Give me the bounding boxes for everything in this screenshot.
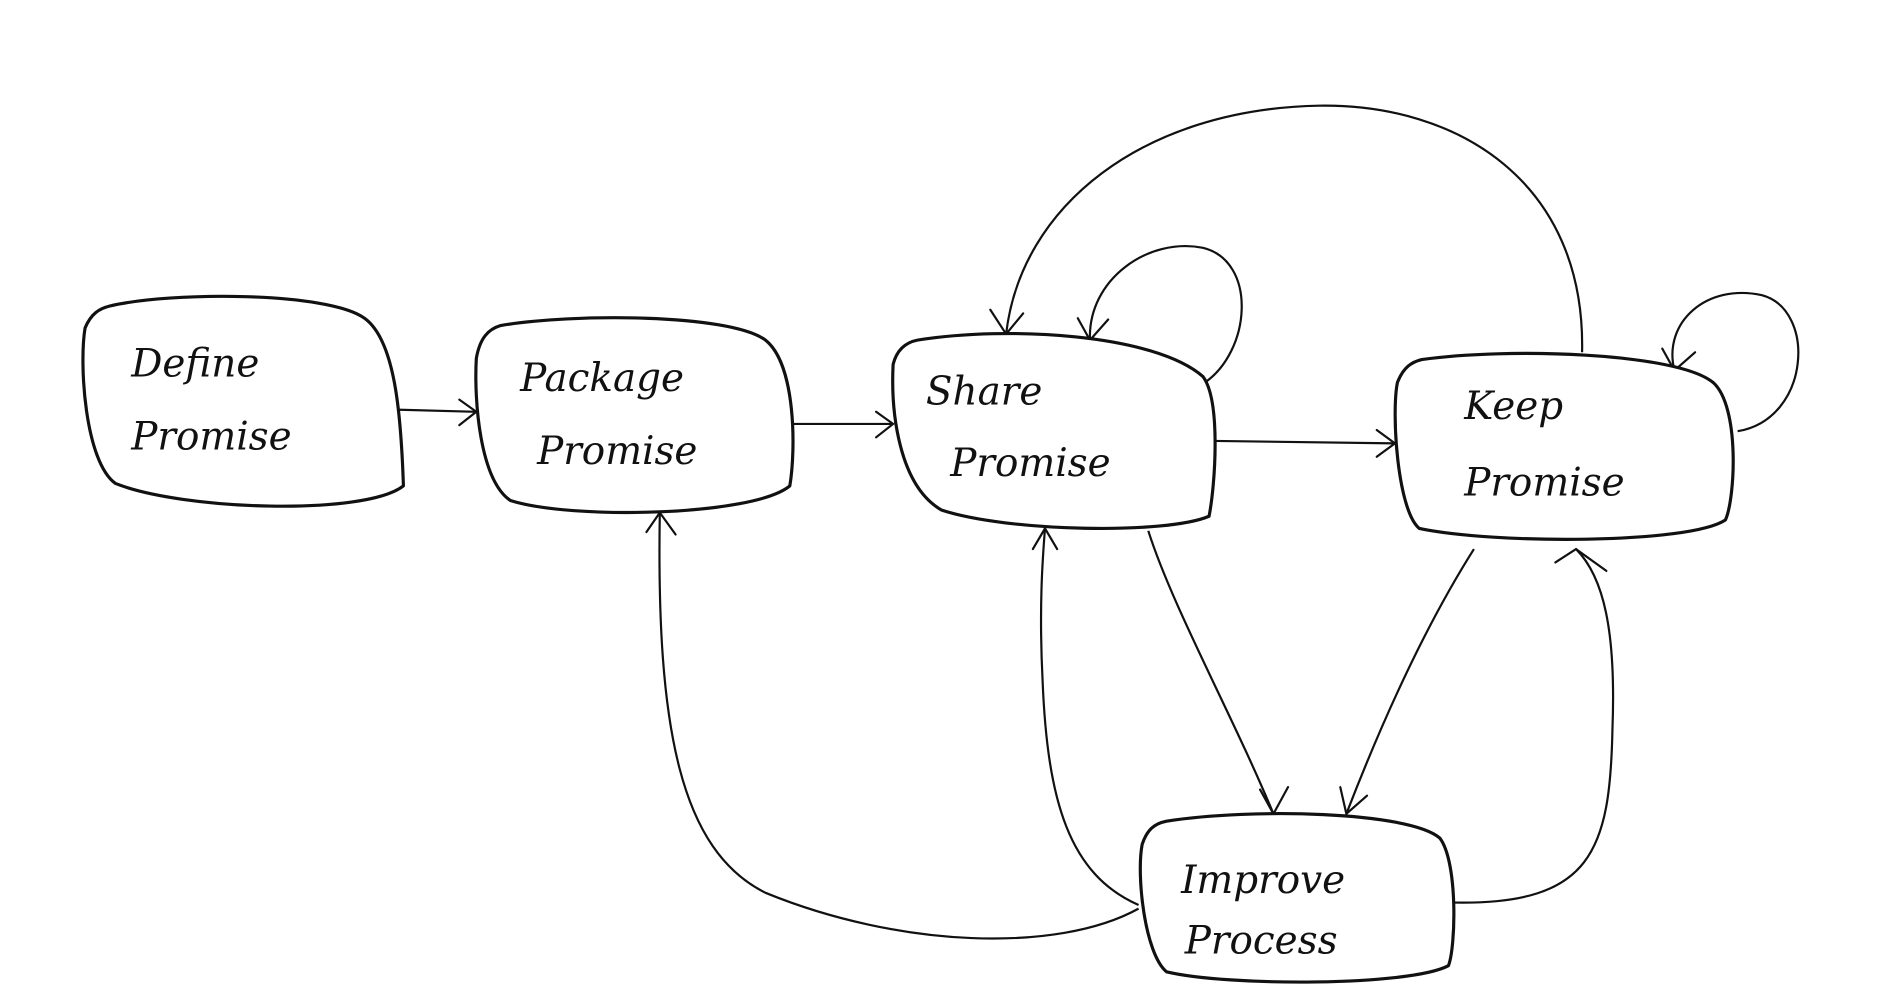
node-label-line1: Improve — [1180, 858, 1345, 903]
node-label-line1: Define — [130, 342, 259, 387]
node-label-line1: Package — [519, 356, 684, 401]
arrowhead — [645, 510, 677, 536]
node-keep-promise: Keep Promise — [1393, 351, 1735, 541]
arrowhead — [875, 410, 895, 439]
edge-keep-self-loop — [1671, 291, 1800, 433]
node-label-line2: Promise — [1463, 461, 1624, 506]
edge-improve-to-keep — [1454, 548, 1615, 904]
node-label-line2: Process — [1184, 919, 1338, 964]
edge-improve-to-package — [658, 512, 1140, 940]
edge-share-self-loop — [1088, 245, 1243, 385]
node-improve-process: Improve Process — [1138, 812, 1456, 984]
edge-share-to-improve — [1147, 530, 1275, 815]
edges — [386, 104, 1800, 940]
arrowhead — [1031, 526, 1059, 551]
edge-keep-to-improve — [1345, 548, 1475, 815]
arrowhead — [1554, 547, 1608, 573]
arrowhead — [1339, 786, 1369, 816]
edge-improve-to-share — [1039, 528, 1140, 906]
node-package-promise: Package Promise — [474, 316, 795, 515]
node-share-promise: Share Promise — [891, 331, 1217, 530]
node-label-line1: Keep — [1463, 384, 1563, 429]
edge-keep-to-share — [1005, 104, 1584, 353]
node-label-line1: Share — [926, 370, 1042, 415]
edge-share-to-keep — [1215, 439, 1395, 445]
node-label-line2: Promise — [130, 414, 291, 459]
node-define-promise: Define Promise — [81, 294, 405, 508]
node-label-line2: Promise — [949, 441, 1110, 486]
edge-define-to-package — [386, 408, 477, 413]
node-label-line2: Promise — [536, 429, 697, 474]
